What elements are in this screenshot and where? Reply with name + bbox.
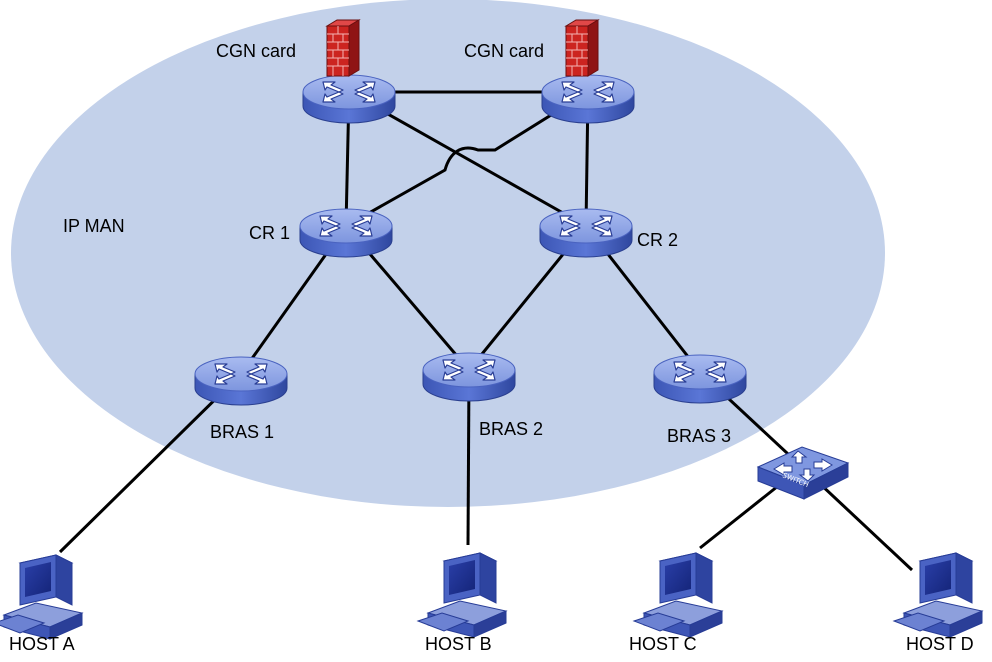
router-cr1-icon bbox=[299, 208, 393, 258]
network-nodes: SWITCH bbox=[0, 19, 983, 640]
host-c-label: HOST C bbox=[629, 634, 697, 654]
router-cr2-icon bbox=[539, 208, 633, 258]
cr2-label: CR 2 bbox=[637, 230, 679, 250]
host-computer-hostC-icon bbox=[633, 552, 723, 638]
host-d-label: HOST D bbox=[906, 634, 974, 654]
host-b-label: HOST B bbox=[425, 634, 492, 654]
bras2-label: BRAS 2 bbox=[479, 419, 544, 439]
ip-man-label: IP MAN bbox=[63, 216, 125, 236]
router-bras2-icon bbox=[422, 352, 516, 402]
link-cgn2-cr1 bbox=[345, 90, 589, 228]
cgn1-label: CGN card bbox=[216, 41, 297, 61]
router-bras1-icon bbox=[194, 356, 288, 406]
cgn2-label: CGN card bbox=[464, 41, 545, 61]
cr1-label: CR 1 bbox=[249, 223, 291, 243]
host-computer-hostB-icon bbox=[417, 552, 507, 638]
bras1-label: BRAS 1 bbox=[210, 422, 275, 442]
host-computer-hostA-icon bbox=[0, 554, 83, 640]
ip-man-region bbox=[11, 0, 885, 507]
link-bras1-hostA bbox=[58, 372, 243, 554]
firewall-cgn2-icon bbox=[565, 19, 599, 77]
router-bras3-icon bbox=[653, 354, 747, 404]
switch-switch-icon: SWITCH bbox=[757, 446, 849, 500]
host-a-label: HOST A bbox=[9, 634, 75, 654]
bras3-label: BRAS 3 bbox=[667, 426, 732, 446]
firewall-cgn1-icon bbox=[326, 19, 360, 77]
